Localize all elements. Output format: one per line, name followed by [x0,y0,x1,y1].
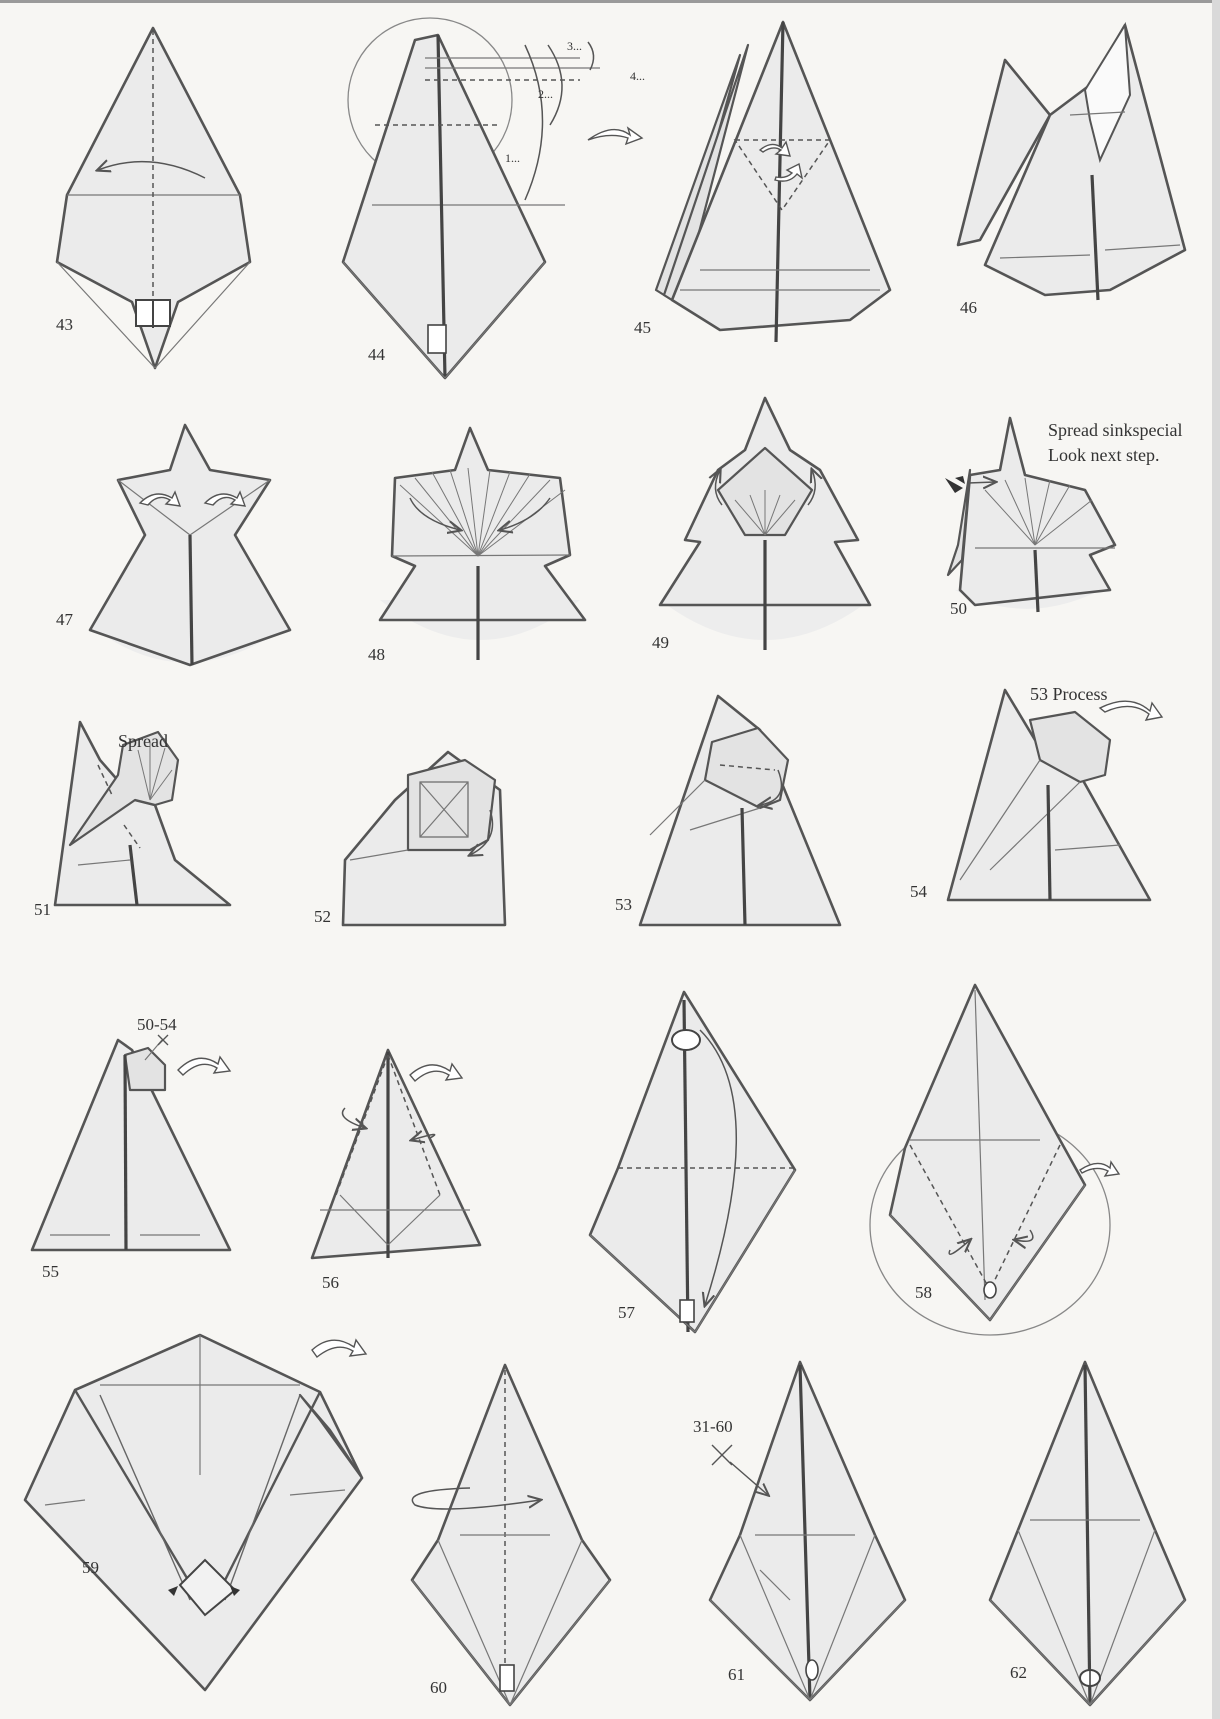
step-label-53: 53 [615,895,632,914]
step-label-60: 60 [430,1678,447,1697]
step-61: 31-60 61 [693,1362,905,1700]
step-label-52: 52 [314,907,331,926]
step-label-49: 49 [652,633,669,652]
step-51: Spread 51 [34,722,230,919]
step-59: 59 [25,1335,366,1690]
step-label-54: 54 [910,882,928,901]
step-56: 56 [312,1050,480,1292]
step-label-43: 43 [56,315,73,334]
step-label-46: 46 [960,298,977,317]
step44-measure-2: 2... [538,87,553,101]
step44-measure-3: 3... [567,39,582,53]
step-50: Spread sinkspecial Look next step. 50 [945,418,1182,618]
step54-note: 53 Process [1030,684,1108,704]
step-44: 1... 2... 3... 4... 44 [343,18,645,378]
step-45: 45 [634,22,890,342]
step51-note: Spread [118,731,168,751]
step-58: 58 [870,985,1119,1335]
step-label-44: 44 [368,345,386,364]
step-52: 52 [314,752,505,926]
step-49: 49 [652,398,870,652]
step-label-55: 55 [42,1262,59,1281]
step-48: 48 [368,428,585,664]
step-43: 43 [56,28,250,368]
step-label-62: 62 [1010,1663,1027,1682]
step-label-58: 58 [915,1283,932,1302]
step-label-48: 48 [368,645,385,664]
step-46: 46 [958,25,1185,317]
step-47: 47 [56,425,290,665]
page-right-edge [1212,0,1220,1719]
step-label-61: 61 [728,1665,745,1684]
step-label-56: 56 [322,1273,339,1292]
step-label-51: 51 [34,900,51,919]
step-54: 53 Process 54 [910,684,1162,901]
step50-note-line1: Spread sinkspecial [1048,420,1182,440]
step44-measure-1: 1... [505,151,520,165]
step-label-59: 59 [82,1558,99,1577]
step50-note-line2: Look next step. [1048,445,1159,465]
step-62: 62 [990,1362,1185,1705]
step55-repeat: 50-54 [137,1015,177,1034]
step-57: 57 [590,992,795,1332]
step44-measure-4: 4... [630,69,645,83]
step-53: 53 [615,696,840,925]
step-label-45: 45 [634,318,651,337]
step-label-50: 50 [950,599,967,618]
step-label-47: 47 [56,610,74,629]
step61-repeat: 31-60 [693,1417,733,1436]
step-55: 50-54 55 [32,1015,230,1281]
step-60: 60 [412,1365,610,1705]
step-label-57: 57 [618,1303,636,1322]
